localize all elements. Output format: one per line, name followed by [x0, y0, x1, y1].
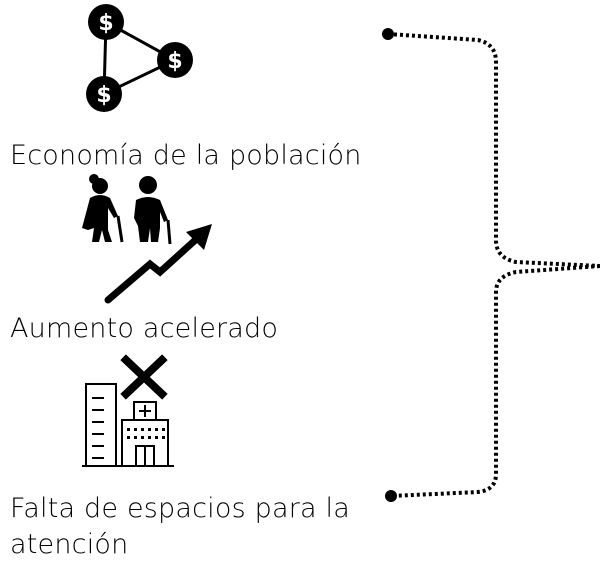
svg-text:$: $ [167, 49, 182, 74]
label-falta: Falta de espacios para la [10, 493, 350, 524]
elderly-growth-icon [82, 174, 212, 304]
label-aumento: Aumento acelerado [10, 313, 279, 344]
label-economia: Economía de la población [10, 140, 362, 171]
bracket-path [387, 32, 600, 498]
svg-text:$: $ [98, 11, 113, 36]
bracket-bottom-node [385, 490, 397, 502]
hospital-closed-icon [82, 354, 174, 467]
svg-text:$: $ [96, 83, 111, 108]
money-network-icon: $ $ $ [86, 4, 193, 112]
label-falta-line2: atención [10, 529, 129, 560]
